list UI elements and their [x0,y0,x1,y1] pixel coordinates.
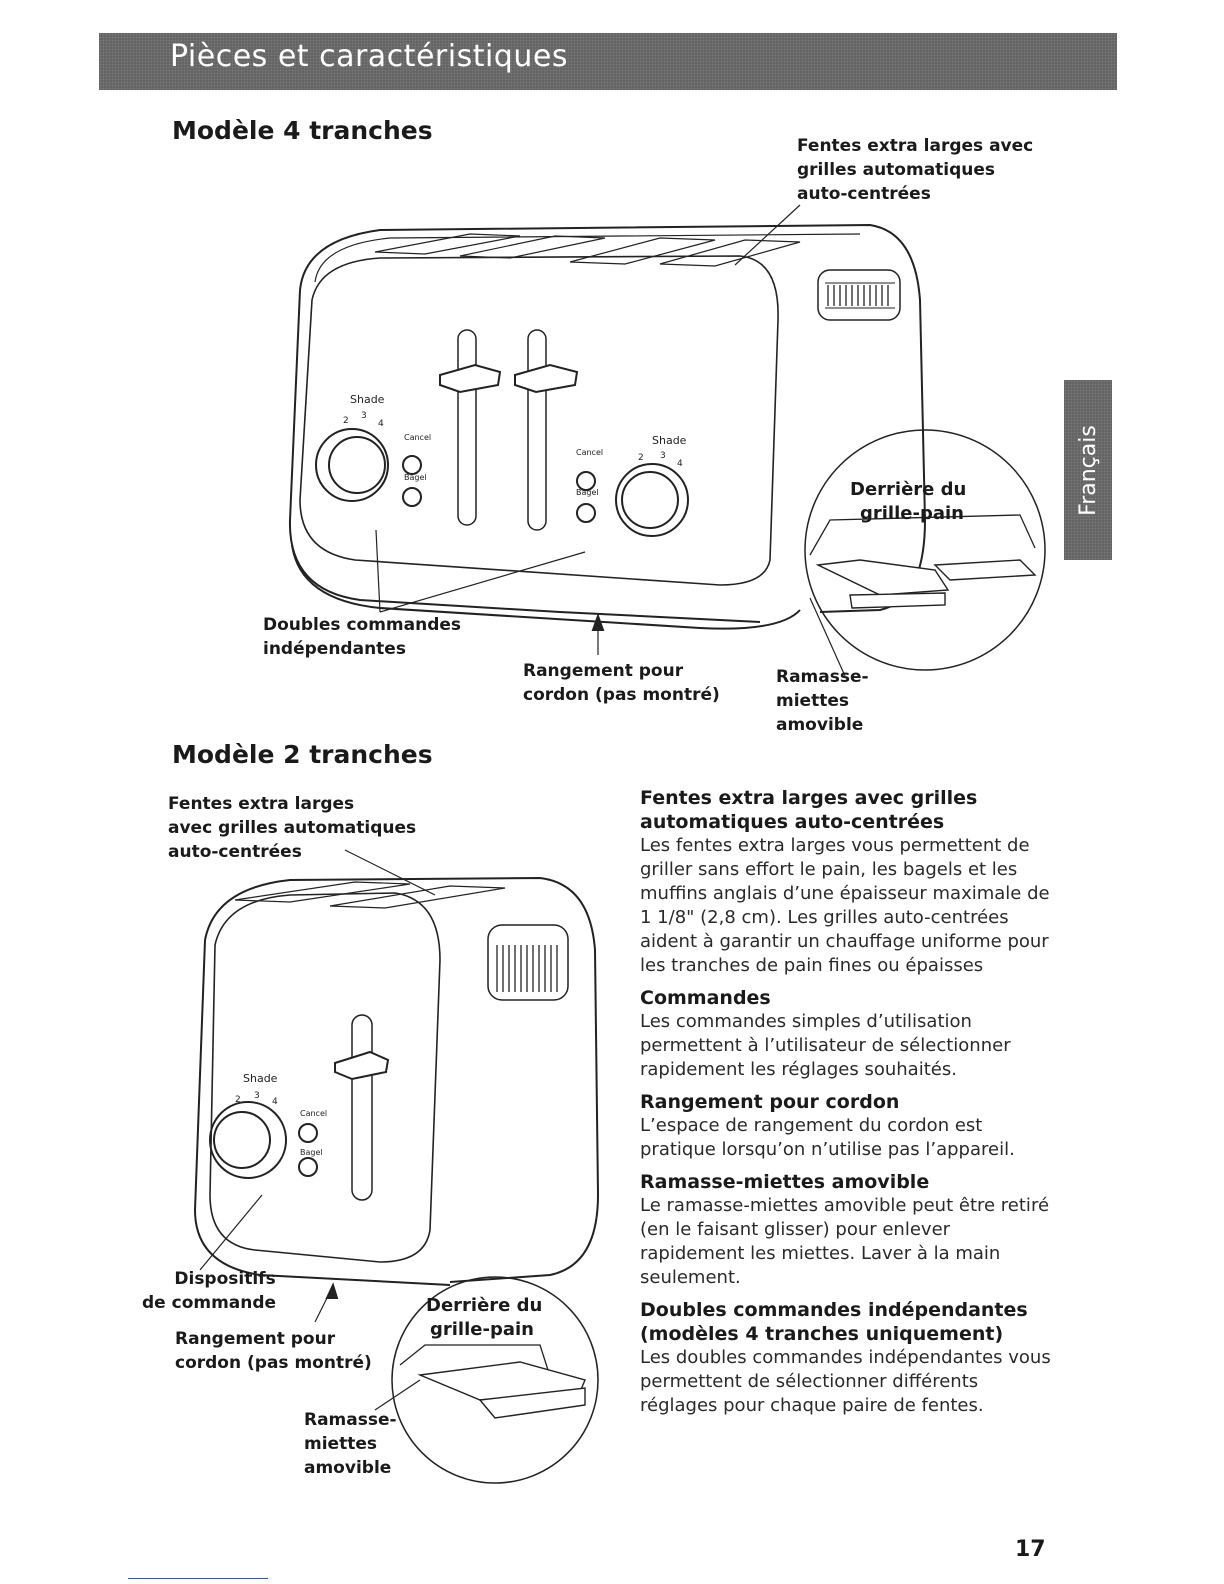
model2-dial-shade-label: Shade [243,1072,278,1085]
feature-cord-storage: Rangement pour cordon L’espace de rangem… [640,1090,1060,1162]
model2-inset-label: Derrière du grille-pain [426,1294,542,1342]
footer-line [128,1578,268,1579]
dial-shade-label: Shade [350,393,385,406]
feature-title: Ramasse-miettes amovible [640,1171,930,1193]
dial-number: 4 [272,1097,278,1107]
inset-line: Derrière du [850,479,967,500]
cancel-label: Cancel [576,448,603,457]
page-number: 17 [1015,1537,1046,1562]
model2-callout-cord: Rangement pour cordon (pas montré) [175,1327,372,1375]
feature-body: Les doubles commandes indépendantes vous… [640,1347,1051,1416]
model4-callout-slots: Fentes extra larges avec grilles automat… [797,134,1033,206]
model4-inset-label: Derrière du grille-pain [850,478,966,526]
callout-line: amovible [776,715,864,735]
callout-line: cordon (pas montré) [523,685,720,705]
language-tab [1064,380,1112,560]
callout-line: Fentes extra larges [168,794,355,814]
model2-heading: Modèle 2 tranches [172,740,433,769]
feature-slots: Fentes extra larges avec grilles automat… [640,786,1060,978]
feature-title: Rangement pour cordon [640,1091,900,1113]
callout-line: Dispositifs [174,1269,276,1289]
dial-number: 2 [638,453,644,463]
model2-callout-crumb: Ramasse- miettes amovible [304,1408,397,1480]
callout-line: Rangement pour [523,661,684,681]
feature-body: L’espace de rangement du cordon est prat… [640,1115,1015,1160]
dial-number: 3 [361,411,367,421]
callout-line: cordon (pas montré) [175,1353,372,1373]
model4-toaster-illustration: Shade 2 3 4 Cancel Bagel Shade 2 3 4 Can… [288,204,1046,677]
callout-line: miettes [304,1434,377,1454]
model4-heading: Modèle 4 tranches [172,116,433,145]
callout-line: Ramasse- [776,667,869,687]
callout-line: avec grilles automatiques [168,818,417,838]
callout-line: auto-centrées [797,184,931,204]
feature-title: Fentes extra larges avec grilles automat… [640,787,978,833]
bagel-label: Bagel [576,488,599,497]
feature-title: Doubles commandes indépendantes (modèles… [640,1299,1028,1345]
dial-shade-label-right: Shade [652,434,687,447]
callout-line: grilles automatiques [797,160,996,180]
callout-line: de commande [142,1293,277,1313]
feature-body: Les fentes extra larges vous permettent … [640,835,1050,976]
callout-line: Rangement pour [175,1329,336,1349]
callout-line: auto-centrées [168,842,302,862]
dial-number: 2 [235,1095,241,1105]
model4-callout-controls: Doubles commandes indépendantes [263,613,461,661]
callout-line: miettes [776,691,849,711]
inset-line: grille-pain [430,1319,534,1340]
callout-line: indépendantes [263,639,406,659]
model2-callout-controls: Dispositifs de commande [142,1267,276,1315]
feature-body: Le ramasse-miettes amovible peut être re… [640,1195,1050,1288]
callout-line: Doubles commandes [263,615,462,635]
inset-line: grille-pain [860,503,964,524]
callout-line: amovible [304,1458,392,1478]
dial-number: 3 [254,1091,260,1101]
feature-dual-controls: Doubles commandes indépendantes (modèles… [640,1298,1060,1418]
dial-number: 2 [343,416,349,426]
cancel-label: Cancel [404,433,431,442]
dial-number: 4 [677,459,683,469]
cancel-label: Cancel [300,1109,327,1118]
bagel-label: Bagel [300,1148,323,1157]
feature-controls: Commandes Les commandes simples d’utilis… [640,986,1060,1082]
features-list: Fentes extra larges avec grilles automat… [640,786,1060,1426]
dial-number: 4 [378,419,384,429]
callout-line: Fentes extra larges avec [797,136,1034,156]
feature-crumb-tray: Ramasse-miettes amovible Le ramasse-miet… [640,1170,1060,1290]
header-banner [99,33,1117,90]
bagel-label: Bagel [404,473,427,482]
inset-line: Derrière du [426,1295,543,1316]
model2-callout-slots: Fentes extra larges avec grilles automat… [168,792,416,864]
model4-callout-cord: Rangement pour cordon (pas montré) [523,659,720,707]
page-title: Pièces et caractéristiques [170,39,568,74]
dial-number: 3 [660,451,666,461]
model4-callout-crumb: Ramasse- miettes amovible [776,665,869,737]
feature-title: Commandes [640,987,771,1009]
callout-line: Ramasse- [304,1410,397,1430]
feature-body: Les commandes simples d’utilisation perm… [640,1011,1011,1080]
